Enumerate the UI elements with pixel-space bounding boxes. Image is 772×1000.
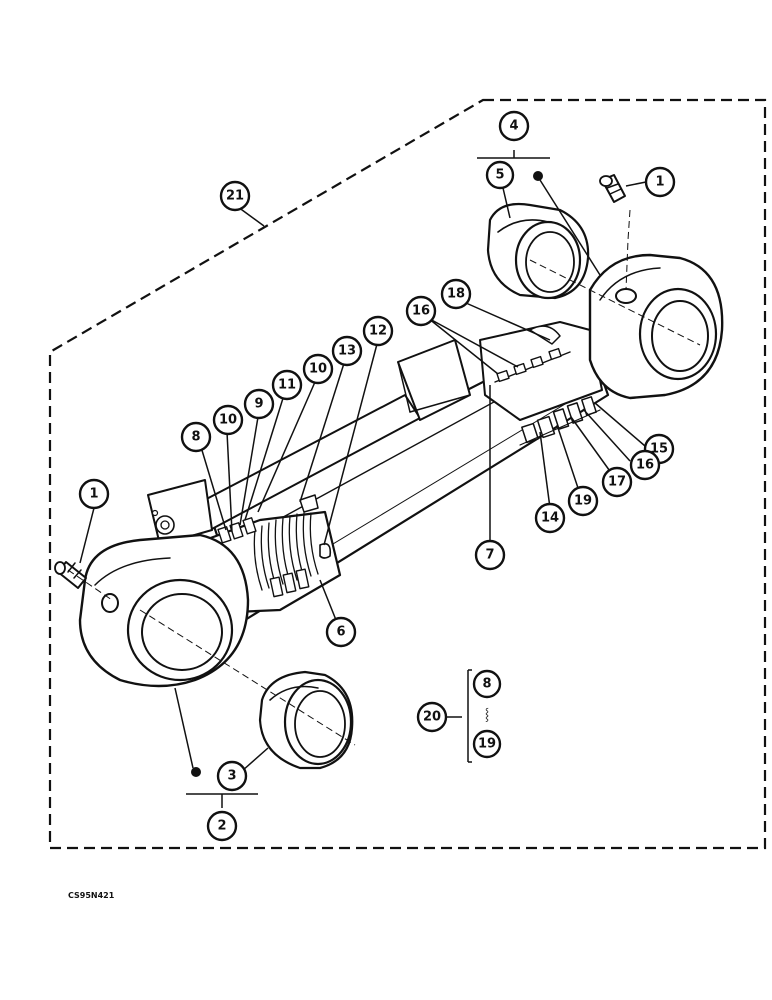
callout-5: 5 [485, 160, 515, 190]
callout-3: 3 [216, 760, 248, 792]
svg-text:21: 21 [226, 189, 244, 204]
callout-14: 14 [534, 502, 566, 534]
svg-text:3: 3 [227, 769, 236, 784]
svg-text:8: 8 [191, 430, 200, 445]
svg-text:10: 10 [309, 362, 327, 377]
svg-text:14: 14 [541, 511, 559, 526]
svg-text:10: 10 [219, 413, 237, 428]
callout-13: 13 [331, 335, 363, 367]
callout-9: 9 [243, 388, 275, 420]
svg-text:6: 6 [336, 625, 345, 640]
svg-text:16: 16 [636, 458, 654, 473]
grease-fitting-left [54, 561, 87, 589]
kit-range-end: 19 [472, 729, 502, 759]
svg-text:18: 18 [447, 287, 465, 302]
kit-range-mark: ⸾ [485, 707, 489, 722]
callout-8: 8 [180, 421, 212, 453]
svg-text:19: 19 [478, 737, 496, 752]
callout-19: 19 [567, 485, 599, 517]
callout-11: 11 [271, 369, 303, 401]
callout-7: 7 [474, 539, 506, 571]
svg-text:11: 11 [278, 378, 296, 393]
piston-seals [217, 494, 332, 598]
kit-range-start: 8 [472, 669, 502, 699]
svg-text:1: 1 [655, 175, 664, 190]
svg-text:17: 17 [608, 475, 626, 490]
svg-text:16: 16 [412, 304, 430, 319]
svg-text:2: 2 [217, 819, 226, 834]
svg-text:12: 12 [369, 324, 387, 339]
callout-20: 20 [416, 701, 448, 733]
cylinder-assembly [78, 253, 724, 688]
kit-legend: 20 8 ⸾ 19 [416, 669, 502, 759]
callout-16-right: 16 [629, 449, 661, 481]
svg-text:4: 4 [509, 119, 518, 134]
marker-dot-lower [191, 767, 201, 777]
rod-eye [588, 253, 724, 400]
bushing-lower [258, 670, 354, 770]
svg-text:20: 20 [423, 710, 441, 725]
svg-text:19: 19 [574, 494, 592, 509]
callout-10-b: 10 [212, 404, 244, 436]
svg-text:1: 1 [89, 487, 98, 502]
bushing-upper [486, 202, 590, 300]
callout-12: 12 [362, 315, 394, 347]
svg-text:8: 8 [482, 677, 491, 692]
leader-lines [79, 150, 647, 808]
gland-housing [479, 321, 603, 421]
svg-text:13: 13 [338, 344, 356, 359]
svg-text:5: 5 [495, 168, 504, 183]
callout-16-top: 16 [405, 295, 437, 327]
svg-text:9: 9 [254, 397, 263, 412]
marker-dot-upper [533, 171, 543, 181]
callout-1-left: 1 [78, 478, 110, 510]
svg-text:7: 7 [485, 548, 494, 563]
svg-text:15: 15 [650, 442, 668, 457]
base-eye [78, 533, 250, 688]
assembly-boundary [48, 98, 767, 850]
callout-18: 18 [440, 278, 472, 310]
callout-10-a: 10 [302, 353, 334, 385]
callout-21: 21 [219, 180, 251, 212]
callout-17: 17 [601, 466, 633, 498]
manifold-block-left [147, 479, 213, 546]
drawing-code: CS95N421 [68, 891, 115, 900]
callout-2: 2 [206, 810, 238, 842]
grease-fitting-right [599, 174, 626, 203]
callout-1-right: 1 [644, 166, 676, 198]
callout-4: 4 [498, 110, 530, 142]
callout-6: 6 [325, 616, 357, 648]
